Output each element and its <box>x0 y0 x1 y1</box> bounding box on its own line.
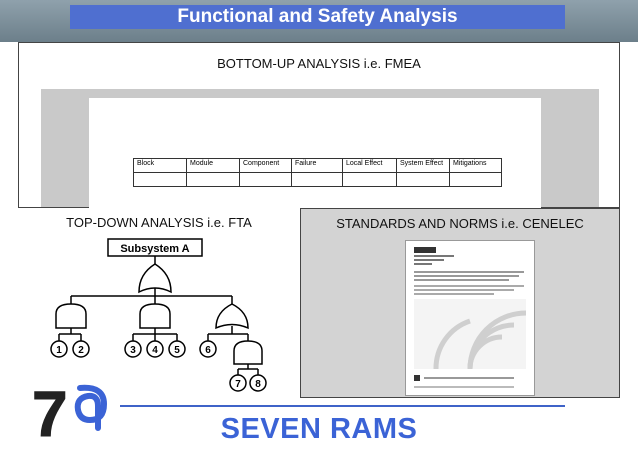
seven-rams-logo: 7 <box>32 380 108 440</box>
document-page-graphic <box>414 247 527 388</box>
basic-event-1-label: 1 <box>56 345 62 356</box>
standards-panel: STANDARDS AND NORMS i.e. CENELEC <box>300 208 620 398</box>
basic-event-8-label: 8 <box>255 379 261 390</box>
col-failure: Failure <box>291 158 343 173</box>
basic-event-6-label: 6 <box>205 345 211 356</box>
fta-panel: TOP-DOWN ANALYSIS i.e. FTA Subsystem A <box>18 208 300 398</box>
fmea-table: Block Module Component Failure Local Eff… <box>133 158 502 187</box>
basic-event-5-label: 5 <box>174 345 180 356</box>
basic-event-6 <box>199 340 217 358</box>
basic-event-7 <box>229 374 247 392</box>
and-gate-middle <box>139 303 171 329</box>
col-block: Block <box>133 158 187 173</box>
fmea-heading: BOTTOM-UP ANALYSIS i.e. FMEA <box>217 56 421 71</box>
or-gate-top <box>138 263 172 294</box>
brand-name: SEVEN RAMS <box>220 413 418 445</box>
svg-text:7: 7 <box>32 380 68 440</box>
fault-tree-diagram: Subsystem A <box>50 238 267 392</box>
col-module: Module <box>186 158 240 173</box>
basic-event-1 <box>50 340 68 358</box>
col-mitigations: Mitigations <box>449 158 502 173</box>
basic-event-7-label: 7 <box>235 379 241 390</box>
fmea-panel: BOTTOM-UP ANALYSIS i.e. FMEA Block Modul… <box>18 42 620 209</box>
basic-event-3 <box>124 340 142 358</box>
header-band: Functional and Safety Analysis <box>0 0 638 42</box>
basic-event-4-label: 4 <box>152 345 158 356</box>
fta-heading: TOP-DOWN ANALYSIS i.e. FTA <box>66 215 252 230</box>
slide-title: Functional and Safety Analysis <box>70 5 565 29</box>
basic-event-2 <box>72 340 90 358</box>
standards-heading: STANDARDS AND NORMS i.e. CENELEC <box>336 216 584 231</box>
col-local-effect: Local Effect <box>342 158 397 173</box>
basic-event-2-label: 2 <box>78 345 84 356</box>
divider-line <box>120 405 565 407</box>
or-gate-right <box>215 303 249 330</box>
fmea-document: Block Module Component Failure Local Eff… <box>89 98 541 209</box>
basic-event-8 <box>249 374 267 392</box>
col-system-effect: System Effect <box>396 158 450 173</box>
basic-event-3-label: 3 <box>130 345 136 356</box>
basic-event-5 <box>168 340 186 358</box>
col-component: Component <box>239 158 292 173</box>
top-event-label: Subsystem A <box>120 243 189 255</box>
and-gate-lower <box>233 340 263 365</box>
and-gate-left <box>55 303 87 329</box>
fmea-empty-row <box>133 172 502 187</box>
standard-document-thumbnail <box>405 240 535 396</box>
basic-event-4 <box>146 340 164 358</box>
fmea-header-row: Block Module Component Failure Local Eff… <box>133 158 502 173</box>
